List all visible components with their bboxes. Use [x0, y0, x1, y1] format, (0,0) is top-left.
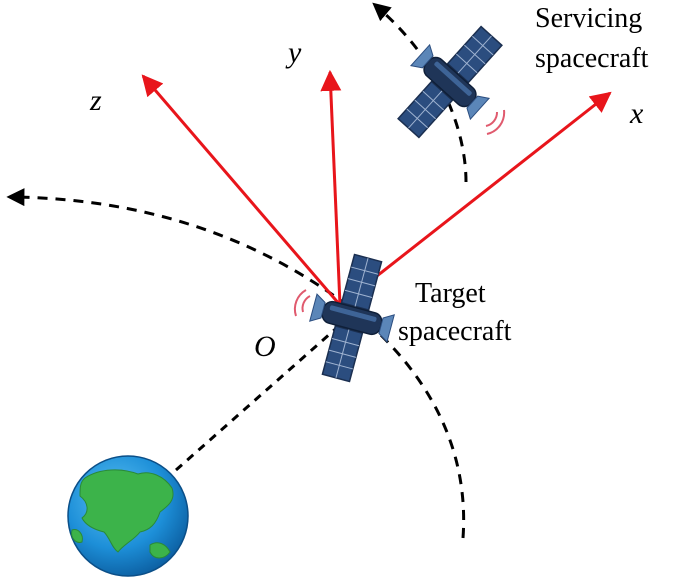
- x-axis-label: x: [629, 97, 644, 130]
- servicing-spacecraft-label-line2: spacecraft: [535, 43, 649, 74]
- target-signal-icon: [293, 289, 311, 317]
- z-axis-label: z: [89, 84, 102, 117]
- target-orbit-path: [6, 188, 466, 539]
- y-axis-label: y: [285, 36, 302, 69]
- z-axis-arrow: [141, 74, 342, 306]
- earth-link-line: [175, 323, 341, 472]
- target-spacecraft-label: Target: [415, 278, 486, 309]
- origin-label: O: [254, 330, 276, 363]
- x-axis-arrow: [339, 91, 612, 307]
- servicing-signal-icon: [485, 109, 506, 135]
- servicing-spacecraft-label: Servicing: [535, 3, 642, 34]
- target-spacecraft-icon: [296, 247, 408, 389]
- target-spacecraft-label-line2: spacecraft: [398, 316, 512, 347]
- earth-icon: [67, 455, 189, 577]
- y-axis-arrow: [320, 69, 342, 306]
